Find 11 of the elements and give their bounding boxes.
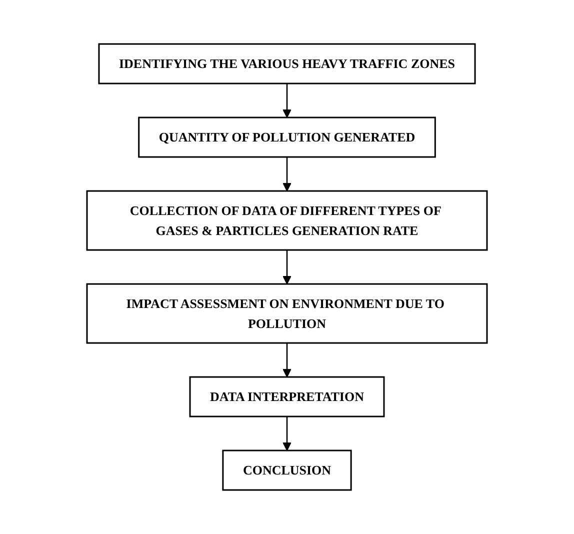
- arrow: [282, 84, 292, 118]
- node-box: IMPACT ASSESSMENT ON ENVIRONMENT DUE TO POLLUTION: [86, 283, 488, 344]
- arrow: [282, 250, 292, 284]
- arrow: [282, 343, 292, 378]
- node-box: CONCLUSION: [222, 450, 352, 491]
- node-box: DATA INTERPRETATION: [189, 376, 385, 418]
- node-box: QUANTITY OF POLLUTION GENERATED: [138, 116, 436, 158]
- node-box: IDENTIFYING THE VARIOUS HEAVY TRAFFIC ZONES: [98, 43, 476, 84]
- arrow: [282, 416, 292, 451]
- node-box: COLLECTION OF DATA OF DIFFERENT TYPES OF GASES & PARTICLES GENERATION RATE: [86, 190, 488, 251]
- arrow: [282, 157, 292, 192]
